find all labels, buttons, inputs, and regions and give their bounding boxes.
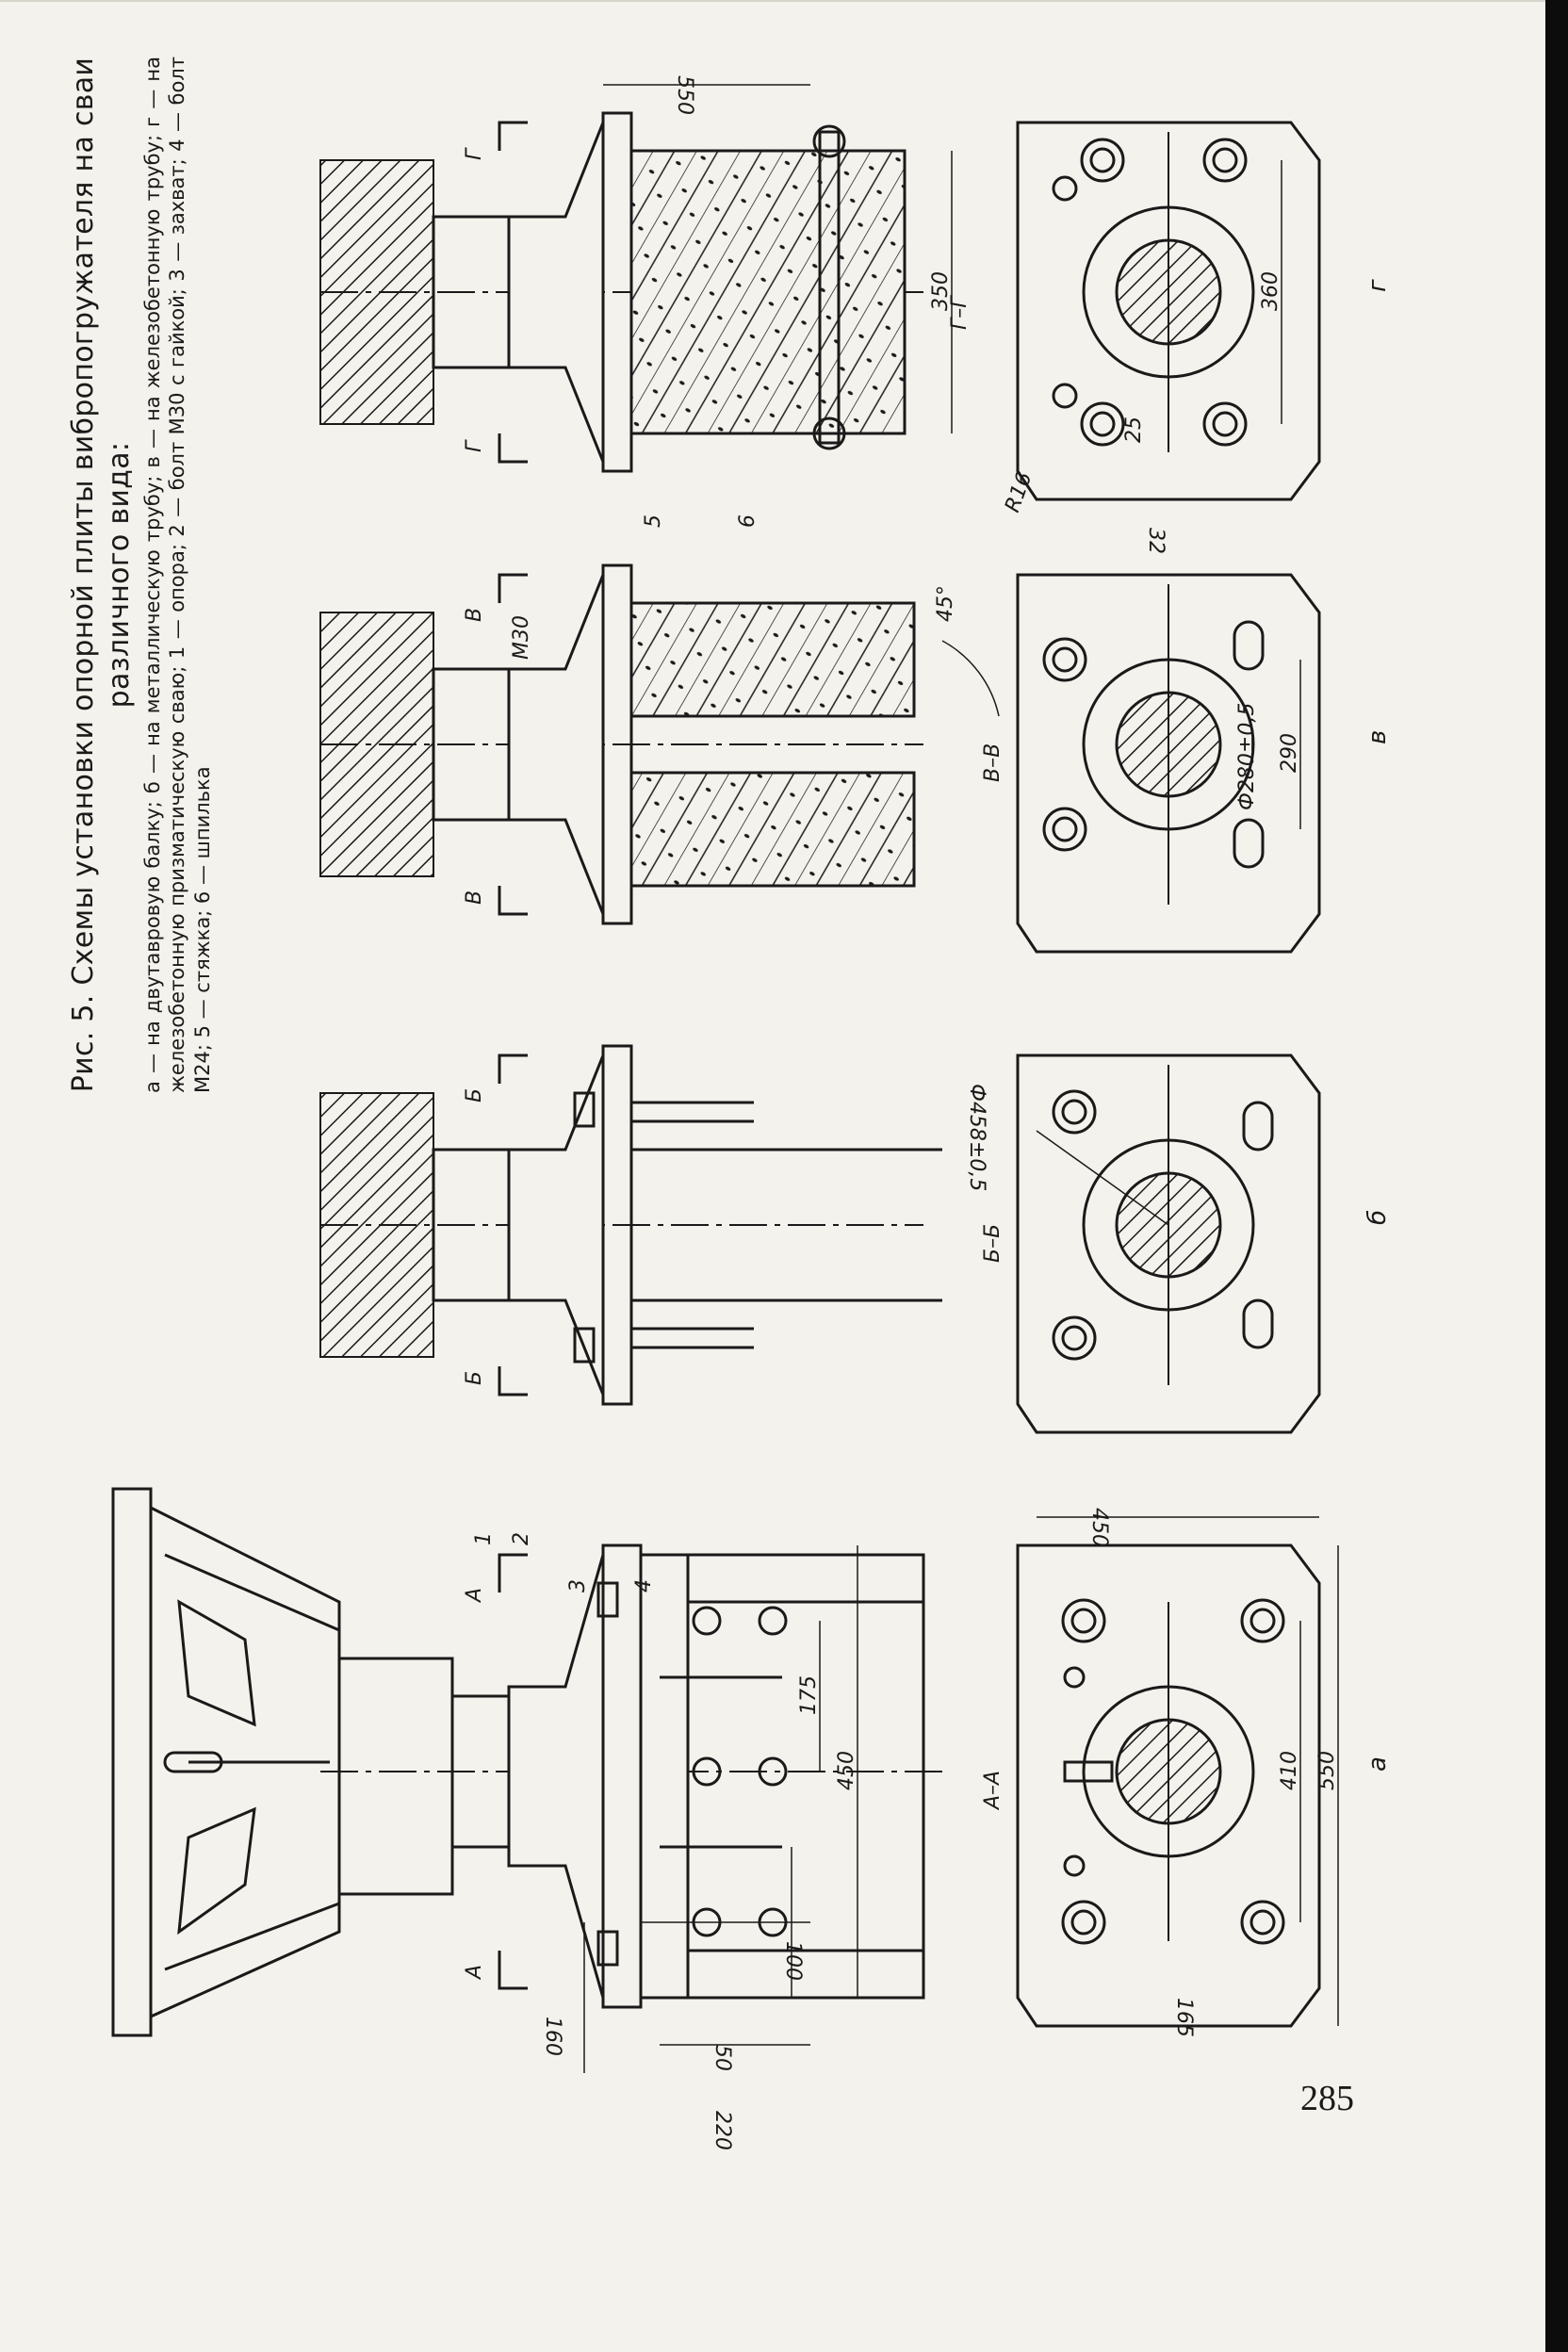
page-number: 285: [1300, 2079, 1354, 2118]
label-b-section-top: Б: [463, 1088, 486, 1102]
label-v-section-bottom: В: [463, 890, 486, 905]
callout-4: 4: [632, 1579, 656, 1592]
dim-a-220: 220: [710, 2111, 734, 2150]
label-v-subfig: в: [1364, 730, 1392, 744]
view-g-elevation: [319, 84, 953, 473]
dim-a-175: 175: [797, 1675, 821, 1715]
label-a-section-top: А: [463, 1588, 486, 1604]
callout-2: 2: [510, 1532, 533, 1545]
view-g-plan: [1016, 121, 1321, 501]
label-a-plan: А–А: [981, 1771, 1004, 1811]
callout-3: 3: [566, 1579, 590, 1592]
dim-g-360: 360: [1259, 271, 1282, 311]
view-v-plan: [941, 573, 1321, 954]
view-a-plan: [1016, 1516, 1339, 2028]
scan-top-edge: [0, 0, 1545, 2]
dim-g-25: 25: [1122, 416, 1146, 443]
dim-a-450-plan: 450: [1087, 1508, 1111, 1547]
label-v-section-top: В: [463, 608, 486, 622]
drawing-labels: А А А–А а 1 2 3 4 175 450 100 160 50 220…: [463, 75, 1392, 2150]
dim-a-160: 160: [541, 2017, 564, 2056]
dim-a-100: 100: [781, 1941, 805, 1981]
dim-g-550: 550: [673, 75, 696, 115]
dim-a-50: 50: [710, 2045, 734, 2071]
dim-v-45: 45°: [934, 585, 957, 622]
view-b-plan: [1016, 1054, 1321, 1434]
dim-a-410: 410: [1278, 1751, 1301, 1790]
dim-v-290: 290: [1278, 733, 1301, 773]
dim-g-32: 32: [1144, 528, 1168, 554]
label-v-plan: В–В: [981, 743, 1004, 782]
dim-b-458: Ф458±0,5: [965, 1084, 988, 1191]
callout-6: 6: [736, 514, 760, 528]
page-binding-edge: [1545, 0, 1568, 2352]
view-a-bolts: [596, 1581, 788, 1967]
dim-a-165: 165: [1172, 1998, 1196, 2037]
label-b-subfig: б: [1364, 1210, 1392, 1225]
dim-a-450: 450: [835, 1751, 858, 1790]
callout-1: 1: [472, 1532, 496, 1545]
dim-a-550: 550: [1315, 1751, 1339, 1790]
view-v-elevation: [319, 564, 923, 925]
dim-v-m30: М30: [510, 615, 533, 660]
label-a-subfig: а: [1364, 1756, 1392, 1772]
label-b-plan: Б–Б: [981, 1224, 1004, 1263]
dim-v-280: Ф280±0,5: [1235, 703, 1259, 810]
label-b-section-bottom: Б: [463, 1371, 486, 1385]
dim-g-350: 350: [929, 271, 953, 311]
label-g-section-bottom: Г: [463, 439, 486, 452]
label-a-section-bottom: А: [463, 1965, 486, 1981]
view-a-elevation: [111, 1487, 942, 2073]
callout-5: 5: [642, 514, 665, 528]
label-g-subfig: г: [1364, 279, 1392, 292]
view-b-elevation: [319, 1044, 942, 1406]
label-g-section-top: Г: [463, 147, 486, 160]
label-g-plan: Г–Г: [948, 295, 972, 330]
